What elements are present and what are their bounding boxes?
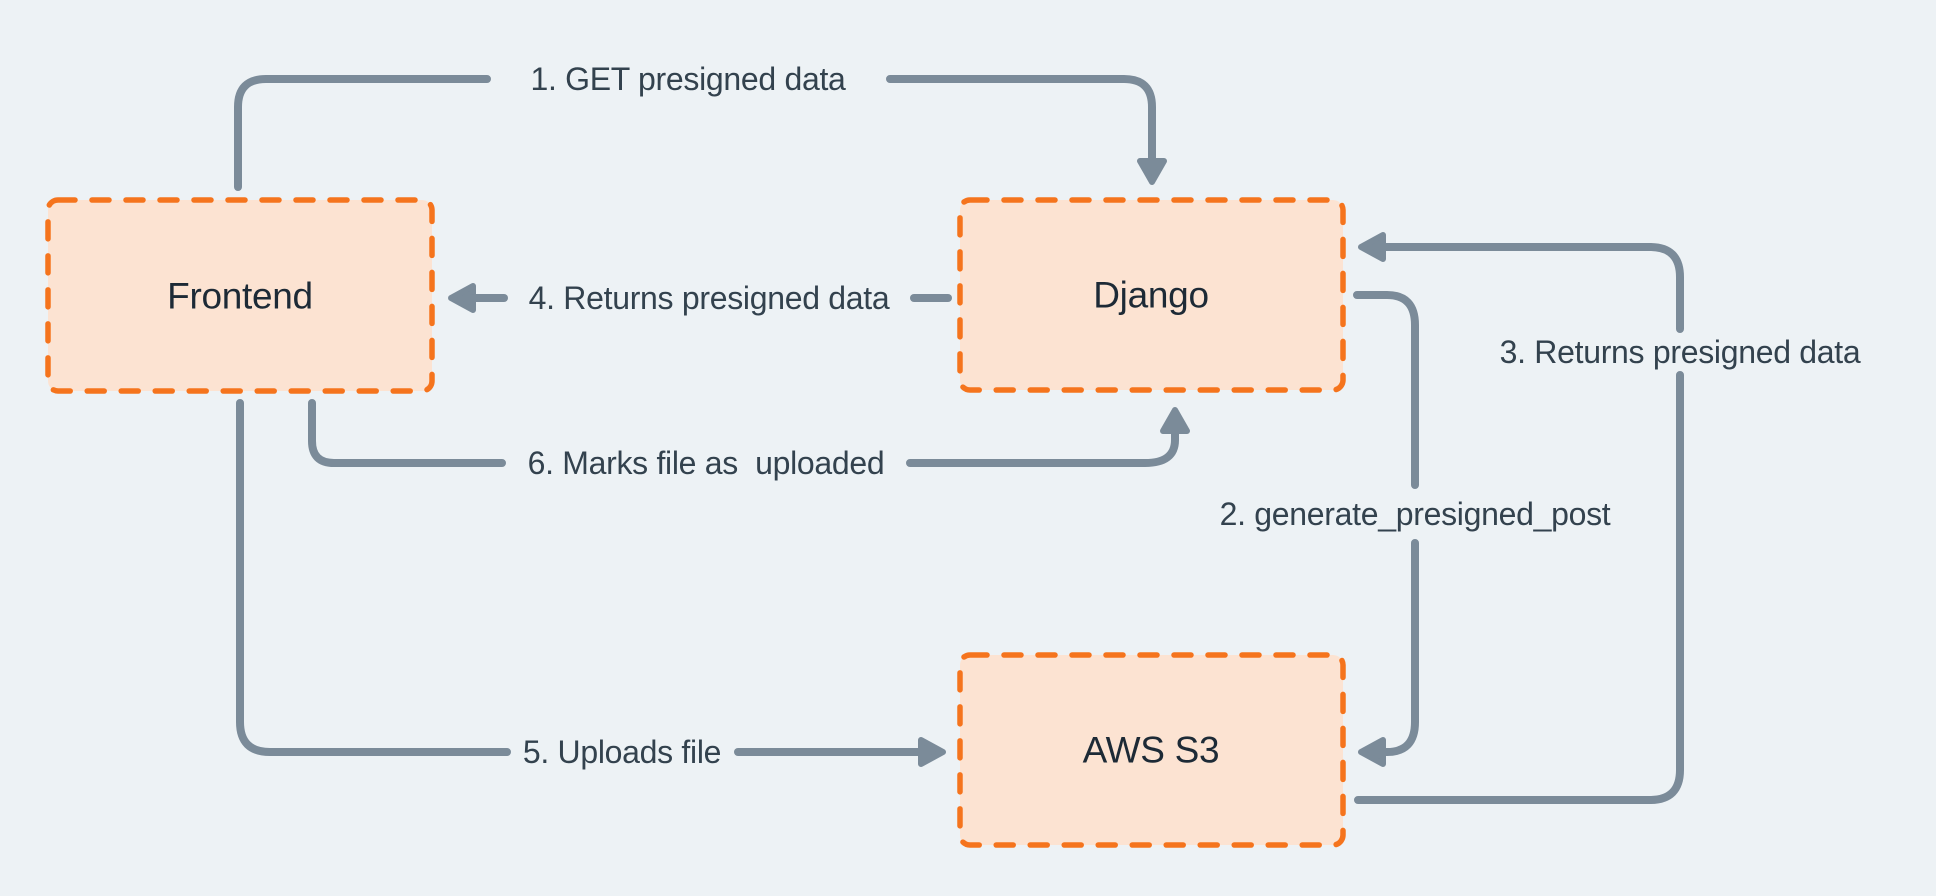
edge-5-line-left bbox=[236, 399, 511, 756]
edge-6-line-right bbox=[906, 428, 1179, 467]
edge-3-label: 3. Returns presigned data bbox=[1500, 334, 1861, 370]
edge-3-arrowhead-left-icon bbox=[1358, 232, 1386, 262]
node-django-label: Django bbox=[1093, 275, 1208, 316]
edge-1-label: 1. GET presigned data bbox=[530, 61, 846, 97]
edge-5-label: 5. Uploads file bbox=[523, 734, 721, 770]
edge-4-label: 4. Returns presigned data bbox=[529, 280, 890, 316]
edge-6-label: 6. Marks file as uploaded bbox=[528, 445, 885, 481]
edge-2-line-top bbox=[1353, 291, 1419, 489]
edge-2-label: 2. generate_presigned_post bbox=[1220, 496, 1611, 532]
edge-1-arrowhead-down-icon bbox=[1137, 158, 1167, 185]
edge-1-line-left bbox=[234, 75, 491, 191]
edge-3-line-bottom bbox=[1354, 371, 1684, 804]
edge-1-line-right bbox=[886, 75, 1156, 164]
edge-6-arrowhead-up-icon bbox=[1160, 407, 1190, 434]
node-frontend-box bbox=[45, 197, 435, 394]
edge-3-line-top bbox=[1379, 243, 1684, 333]
edge-6-line-left bbox=[308, 399, 506, 467]
node-aws-s3-box bbox=[957, 652, 1346, 848]
edge-4-arrowhead-left-icon bbox=[448, 283, 476, 313]
node-django-box bbox=[957, 197, 1346, 393]
edge-2-arrowhead-left-icon bbox=[1358, 737, 1386, 767]
node-django: Django bbox=[957, 197, 1346, 393]
node-aws-s3: AWS S3 bbox=[957, 652, 1346, 848]
node-frontend: Frontend bbox=[45, 197, 435, 394]
edge-5-arrowhead-right-icon bbox=[918, 737, 946, 767]
node-frontend-label: Frontend bbox=[167, 276, 313, 317]
edge-2-line-bottom bbox=[1379, 539, 1419, 756]
node-aws-s3-label: AWS S3 bbox=[1083, 730, 1220, 771]
